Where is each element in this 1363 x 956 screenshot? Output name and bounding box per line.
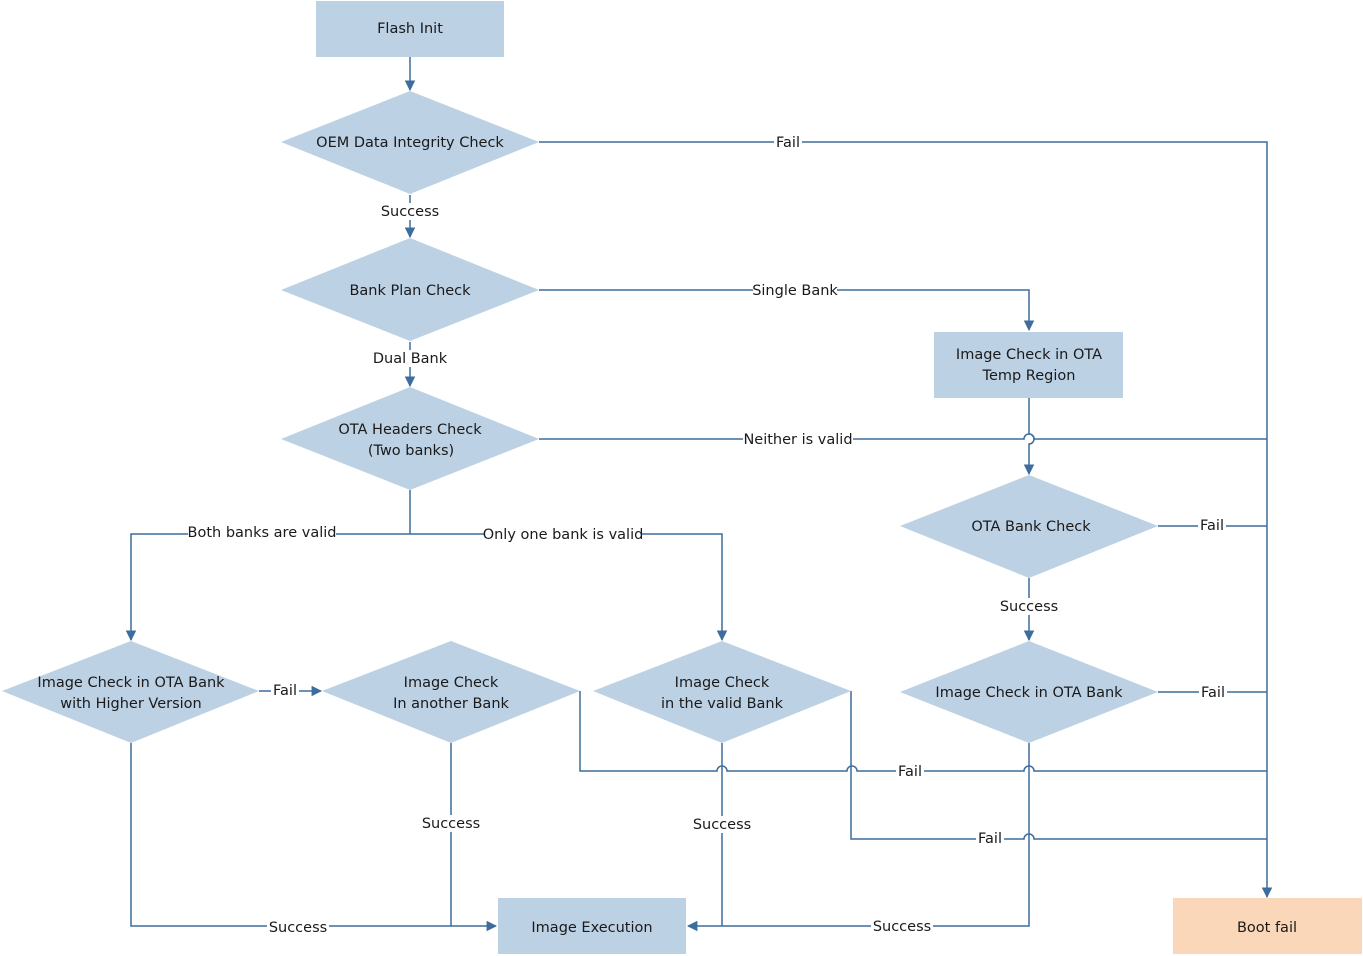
image-check-higher-label-1: Image Check in OTA Bank bbox=[37, 675, 225, 691]
oem-check-label: OEM Data Integrity Check bbox=[316, 135, 504, 151]
label-valid-fail: Fail bbox=[978, 831, 1002, 847]
ota-headers-diamond bbox=[281, 387, 539, 490]
label-higher-success: Success bbox=[269, 920, 327, 936]
image-execution-label: Image Execution bbox=[531, 920, 652, 936]
oem-check-diamond bbox=[281, 91, 539, 194]
ota-headers-label-1: OTA Headers Check bbox=[338, 422, 482, 438]
label-both-valid: Both banks are valid bbox=[188, 525, 337, 541]
flash-init-label: Flash Init bbox=[377, 21, 443, 37]
image-check-temp-label-2: Temp Region bbox=[982, 368, 1076, 384]
label-dual-bank: Dual Bank bbox=[373, 351, 448, 367]
label-single-bank: Single Bank bbox=[752, 283, 838, 299]
image-execution-box bbox=[498, 898, 686, 954]
ota-headers-label-2: (Two banks) bbox=[368, 443, 454, 459]
flash-init-box bbox=[316, 1, 504, 57]
image-check-higher-diamond bbox=[2, 641, 259, 743]
boot-fail-label: Boot fail bbox=[1237, 920, 1297, 936]
bank-plan-diamond bbox=[281, 238, 539, 341]
edge-valid-fail bbox=[850, 691, 1267, 840]
edge-labels: Fail Success Single Bank Dual Bank Neith… bbox=[188, 134, 1227, 936]
image-check-ota-bank-label: Image Check in OTA Bank bbox=[935, 685, 1123, 701]
label-oem-success: Success bbox=[381, 204, 439, 220]
image-check-valid-label-2: in the valid Bank bbox=[661, 696, 784, 712]
image-check-another-label-1: Image Check bbox=[404, 675, 499, 691]
image-check-temp-label-1: Image Check in OTA bbox=[956, 347, 1102, 363]
label-another-success: Success bbox=[422, 816, 480, 832]
label-ota-image-success: Success bbox=[873, 919, 931, 935]
label-valid-success: Success bbox=[693, 817, 751, 833]
edge-higher-success bbox=[130, 743, 498, 932]
edge-single-bank bbox=[539, 289, 1035, 332]
label-only-one-valid: Only one bank is valid bbox=[483, 527, 644, 543]
label-higher-fail: Fail bbox=[273, 683, 297, 699]
edge-only-one-valid bbox=[410, 533, 728, 642]
bank-plan-label: Bank Plan Check bbox=[349, 283, 471, 299]
edges bbox=[125, 57, 1273, 932]
label-oem-fail: Fail bbox=[776, 135, 800, 151]
label-ota-image-fail: Fail bbox=[1201, 685, 1225, 701]
label-neither-valid: Neither is valid bbox=[743, 432, 852, 448]
edge-both-valid bbox=[125, 533, 410, 642]
image-check-valid-label-1: Image Check bbox=[675, 675, 770, 691]
edge-ota-image-success bbox=[686, 743, 1030, 932]
image-check-another-label-2: In another Bank bbox=[393, 696, 509, 712]
image-check-another-diamond bbox=[322, 641, 580, 743]
image-check-higher-label-2: with Higher Version bbox=[60, 696, 202, 712]
label-another-fail: Fail bbox=[898, 764, 922, 780]
ota-bank-check-diamond bbox=[900, 475, 1158, 578]
image-check-ota-bank-diamond bbox=[900, 641, 1158, 743]
image-check-valid-diamond bbox=[593, 641, 851, 743]
ota-bank-check-label: OTA Bank Check bbox=[971, 519, 1091, 535]
label-ota-bank-success: Success bbox=[1000, 599, 1058, 615]
label-ota-bank-fail: Fail bbox=[1200, 518, 1224, 534]
edge-neither-valid bbox=[539, 433, 1267, 440]
image-check-temp-box bbox=[934, 332, 1123, 398]
boot-fail-box bbox=[1173, 898, 1362, 954]
edge-oem-fail bbox=[539, 141, 1273, 899]
